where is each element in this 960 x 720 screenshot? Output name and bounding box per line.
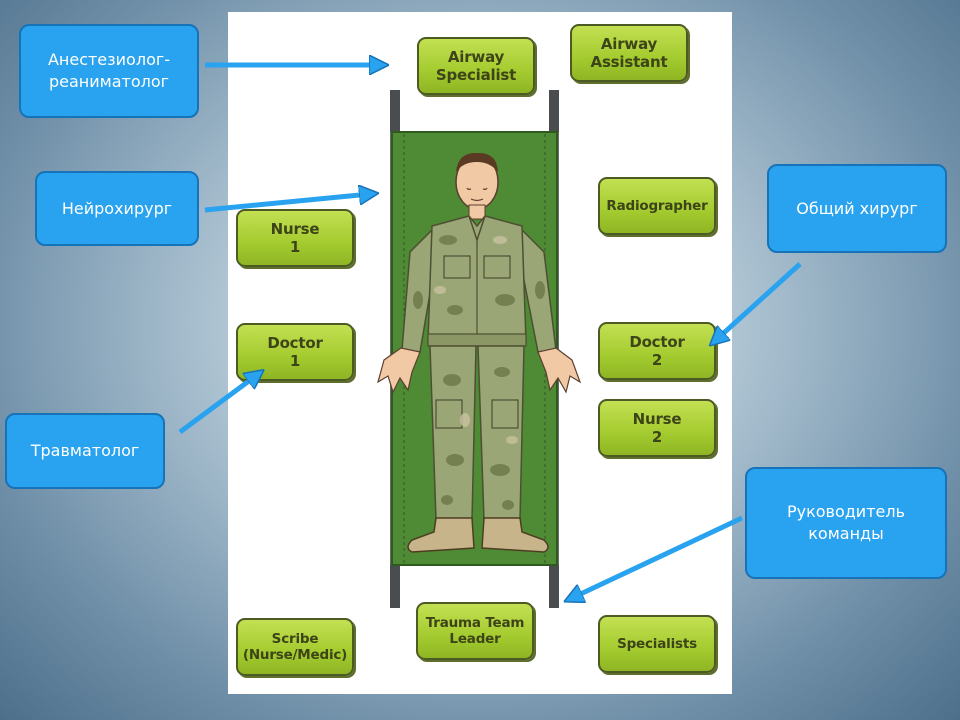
role-airway-assistant: Airway Assistant bbox=[570, 24, 688, 82]
role-specialists: Specialists bbox=[598, 615, 716, 673]
role-doctor-1: Doctor 1 bbox=[236, 323, 354, 381]
callout-team-leader: Руководитель команды bbox=[745, 467, 947, 579]
callout-general-surgeon: Общий хирург bbox=[767, 164, 947, 253]
callout-anesthesiologist: Анестезиолог- реаниматолог bbox=[19, 24, 199, 118]
role-nurse-1: Nurse 1 bbox=[236, 209, 354, 267]
callout-traumatologist: Травматолог bbox=[5, 413, 165, 489]
role-nurse-2: Nurse 2 bbox=[598, 399, 716, 457]
role-scribe: Scribe (Nurse/Medic) bbox=[236, 618, 354, 676]
role-airway-specialist: Airway Specialist bbox=[417, 37, 535, 95]
role-radiographer: Radiographer bbox=[598, 177, 716, 235]
callout-neurosurgeon: Нейрохирург bbox=[35, 171, 199, 246]
role-trauma-team-leader: Trauma Team Leader bbox=[416, 602, 534, 660]
role-doctor-2: Doctor 2 bbox=[598, 322, 716, 380]
